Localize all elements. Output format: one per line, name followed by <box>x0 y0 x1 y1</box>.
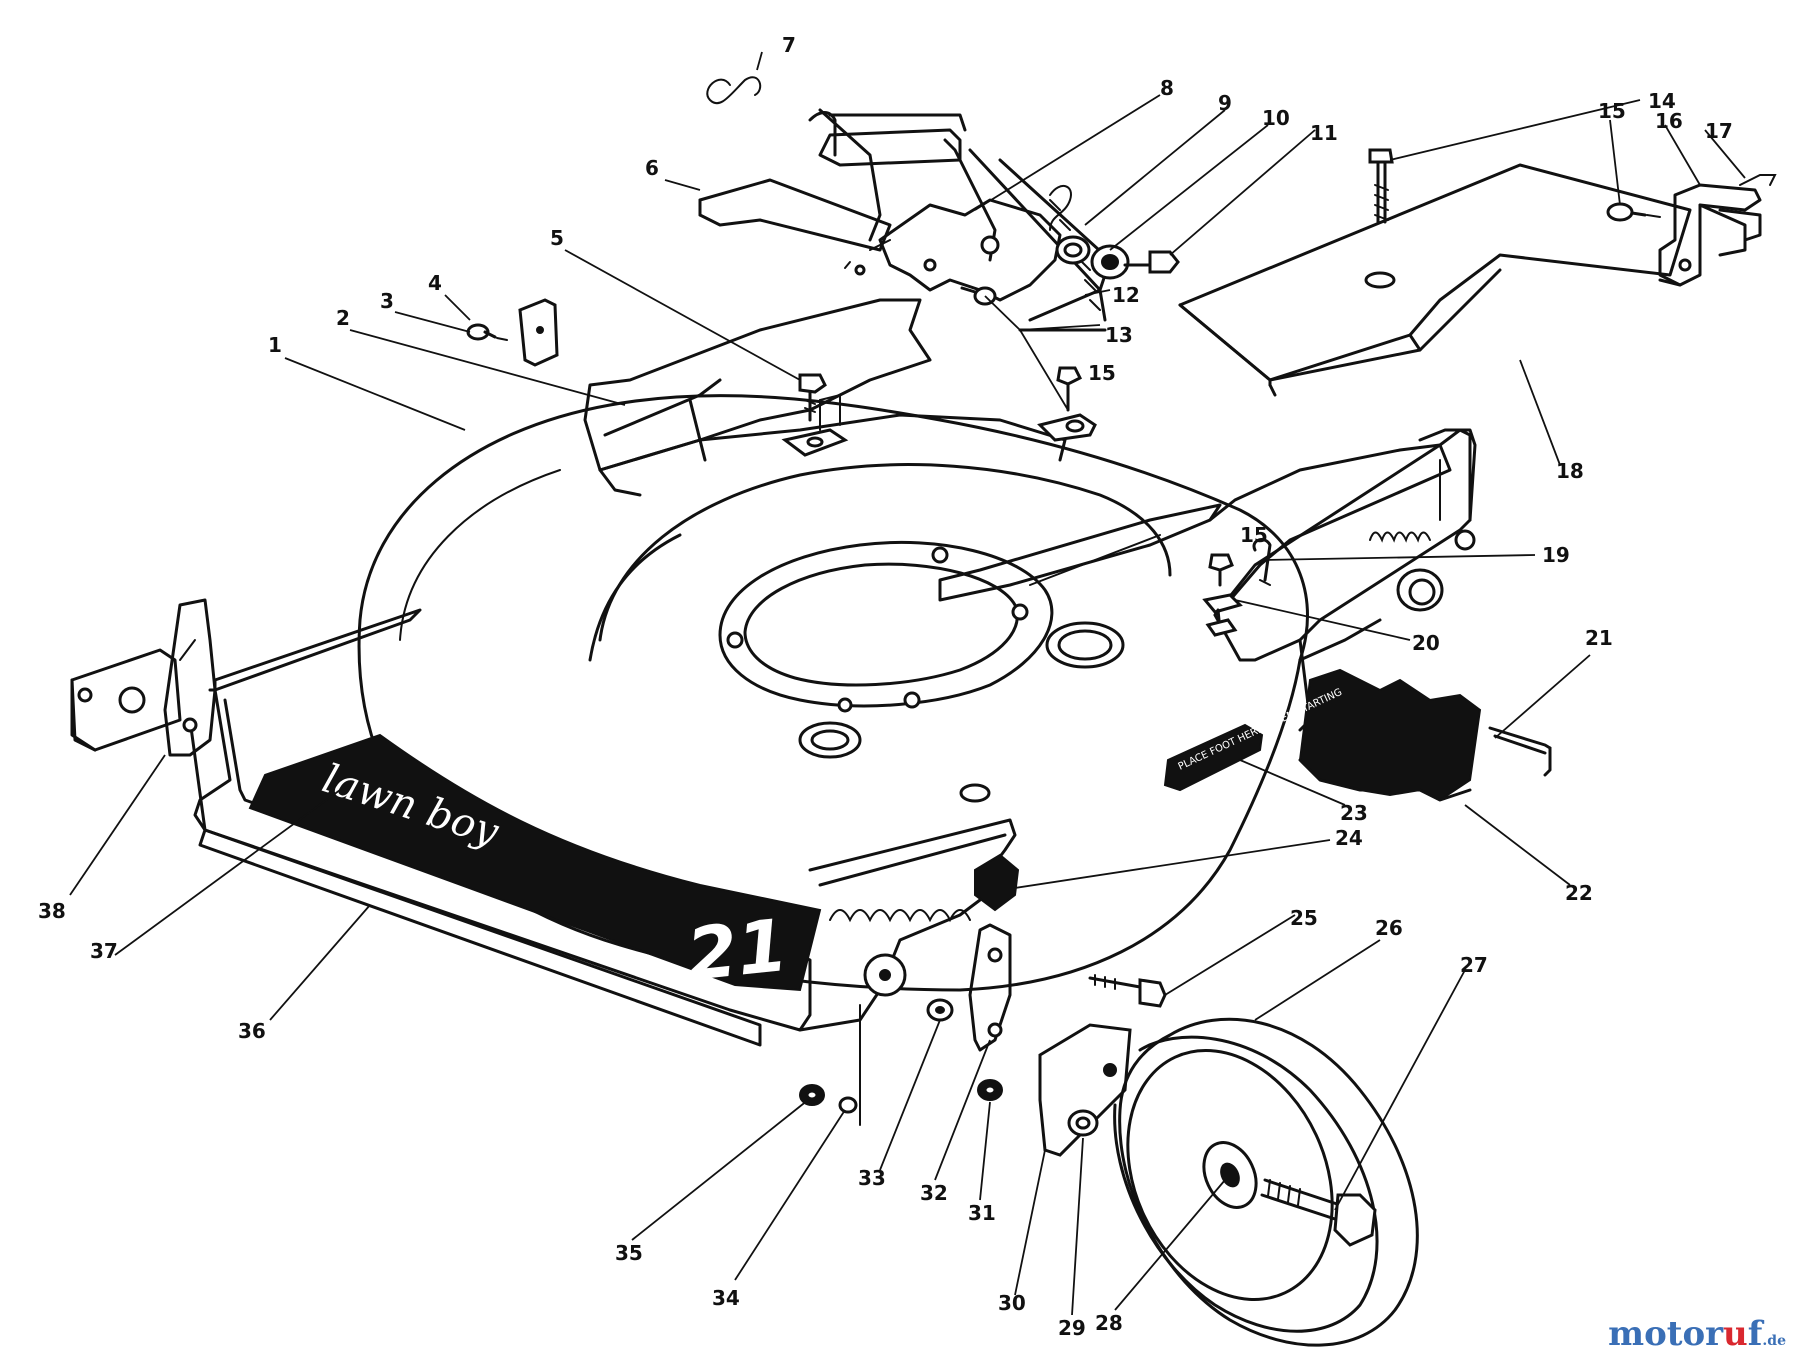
callout-3: 3 <box>380 289 394 313</box>
latch-plate <box>869 198 1062 302</box>
callout-15-right: 15 <box>1598 99 1626 123</box>
callout-labels: 1 2 3 4 5 6 7 8 9 10 11 12 13 14 15 16 1… <box>38 33 1733 1340</box>
callout-4: 4 <box>428 271 442 295</box>
rear-shield <box>1178 163 1692 397</box>
callout-11: 11 <box>1310 121 1338 145</box>
front-right-height-bracket <box>798 818 1017 1126</box>
callout-34: 34 <box>712 1286 740 1310</box>
callout-20: 20 <box>1412 631 1440 655</box>
callout-25: 25 <box>1290 906 1318 930</box>
hinge-rod-21 <box>1488 726 1552 777</box>
nut-31 <box>977 1079 1003 1101</box>
wheel <box>1113 1017 1419 1347</box>
callout-37: 37 <box>90 939 118 963</box>
watermark-logo: motoruf.de <box>1608 1314 1786 1354</box>
clip-19 <box>1252 538 1272 586</box>
watermark-main: motor <box>1608 1314 1724 1354</box>
bolt-15-center <box>1037 366 1097 442</box>
callout-21: 21 <box>1585 626 1613 650</box>
bolt-15-right <box>1606 202 1661 222</box>
hinge-bracket-16 <box>1658 183 1762 287</box>
callout-17: 17 <box>1705 119 1733 143</box>
washer-29 <box>1067 1109 1099 1137</box>
callout-15-center: 15 <box>1088 361 1116 385</box>
callout-26: 26 <box>1375 916 1403 940</box>
callout-30: 30 <box>998 1291 1026 1315</box>
watermark-accent: u <box>1723 1314 1748 1354</box>
hinge-rod-17 <box>1739 174 1777 186</box>
nut-plate-3 <box>518 298 559 367</box>
callout-35: 35 <box>615 1241 643 1265</box>
callout-1: 1 <box>268 333 282 357</box>
callout-24: 24 <box>1335 826 1363 850</box>
height-lever <box>968 853 1020 1052</box>
watermark-tld: .de <box>1762 1333 1786 1349</box>
callout-18: 18 <box>1556 459 1584 483</box>
callout-12: 12 <box>1112 283 1140 307</box>
callout-8: 8 <box>1160 76 1174 100</box>
callout-22: 22 <box>1565 881 1593 905</box>
callout-2: 2 <box>336 306 350 330</box>
washer-33 <box>926 998 954 1022</box>
callout-38: 38 <box>38 899 66 923</box>
bolt-4 <box>466 323 508 341</box>
callout-36: 36 <box>238 1019 266 1043</box>
callout-6: 6 <box>645 156 659 180</box>
washer-34 <box>838 1096 858 1114</box>
deck-decal: lawn boy 21 <box>248 733 822 997</box>
handle-mount <box>583 108 1112 472</box>
callout-10: 10 <box>1262 106 1290 130</box>
callout-28: 28 <box>1095 1311 1123 1335</box>
callout-7: 7 <box>782 33 796 57</box>
bolt-14 <box>1368 148 1394 224</box>
bolt-15-rear <box>1202 553 1243 637</box>
bolt-5 <box>781 373 849 457</box>
callout-14: 14 <box>1648 89 1676 113</box>
nut-35 <box>799 1084 825 1106</box>
rear-flap <box>1298 668 1482 802</box>
axle-bolt-25 <box>1088 974 1167 1008</box>
wheel-bolt-27 <box>1260 1178 1377 1247</box>
callout-9: 9 <box>1218 91 1232 115</box>
callout-19: 19 <box>1542 543 1570 567</box>
decal-size-number: 21 <box>683 903 791 997</box>
leader-lines <box>69 51 1746 1316</box>
callout-27: 27 <box>1460 953 1488 977</box>
callout-16: 16 <box>1655 109 1683 133</box>
callout-13: 13 <box>1105 323 1133 347</box>
callout-32: 32 <box>920 1181 948 1205</box>
watermark-end: f <box>1747 1314 1763 1354</box>
callout-5: 5 <box>550 226 564 250</box>
callout-33: 33 <box>858 1166 886 1190</box>
spring-clip-7 <box>706 76 762 105</box>
callout-15-rear: 15 <box>1240 523 1268 547</box>
callout-29: 29 <box>1058 1316 1086 1340</box>
latch-hardware <box>844 235 1180 306</box>
callout-31: 31 <box>968 1201 996 1225</box>
latch-spring <box>1049 185 1072 231</box>
front-left-height-bracket <box>70 598 217 757</box>
callout-23: 23 <box>1340 801 1368 825</box>
